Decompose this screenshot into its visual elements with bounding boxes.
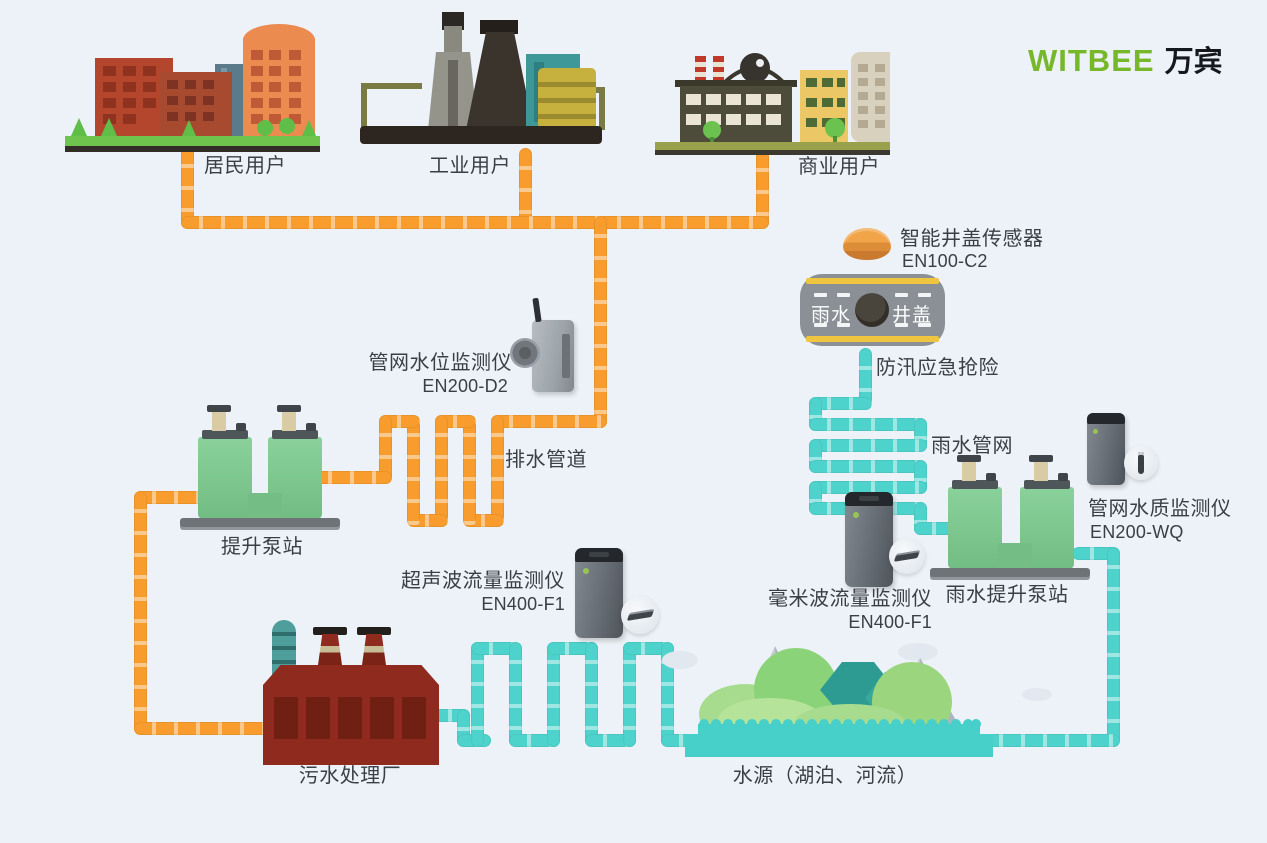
- rain-pump-station-label: 雨水提升泵站: [945, 584, 1069, 606]
- mmwave-flow-monitor-device: [845, 492, 893, 587]
- sewage-pipe-segment: [407, 415, 420, 527]
- logo-text-en: WITBEE: [1028, 43, 1155, 78]
- road-stripe: [806, 278, 939, 284]
- manhole-cover-icon: [855, 293, 889, 327]
- manhole-sensor-model-label: EN100-C2: [902, 251, 988, 271]
- pump-station-label: 提升泵站: [221, 536, 303, 558]
- sewage-pipe-segment: [310, 471, 392, 484]
- mmwave-monitor-model-label: EN400-F1: [848, 612, 932, 632]
- sewage-pipe-segment: [181, 216, 769, 229]
- rain-pipe-segment: [547, 642, 560, 747]
- manhole-cover-label-left: 雨水: [811, 305, 852, 326]
- sewage-plant-illustration: [258, 612, 443, 772]
- sewage-pipe-segment: [435, 415, 448, 527]
- rain-pipe-segment: [471, 642, 484, 747]
- quality-monitor-model-label: EN200-WQ: [1090, 522, 1184, 542]
- road-with-manhole: 雨水 井盖: [800, 274, 945, 346]
- sewage-pipe-segment: [463, 415, 476, 527]
- residential-users-label: 居民用户: [204, 155, 286, 177]
- mmwave-monitor-name-label: 毫米波流量监测仪: [768, 588, 932, 610]
- water-quality-monitor-device: [1087, 413, 1125, 485]
- level-monitor-model-label: EN200-D2: [422, 376, 508, 396]
- industrial-buildings-illustration: [360, 12, 605, 144]
- ultrasonic-flow-monitor-device: [575, 548, 623, 638]
- rain-pipe-segment: [661, 642, 674, 747]
- sewage-pipe-segment: [491, 415, 504, 527]
- sewage-plant-label: 污水处理厂: [298, 765, 402, 787]
- drain-pipe-label: 排水管道: [505, 449, 587, 471]
- rain-pipe-segment: [859, 348, 872, 410]
- rain-pipe-segment: [809, 439, 927, 452]
- sewage-pipe-segment: [181, 146, 194, 229]
- sewage-pipe-segment: [594, 216, 607, 428]
- flood-emergency-label: 防汛应急抢险: [876, 357, 999, 379]
- quality-probe-icon: [1124, 446, 1158, 480]
- cloud-icon: [1022, 688, 1052, 701]
- commercial-users-label: 商业用户: [798, 156, 880, 178]
- rain-pipe-segment: [809, 418, 927, 431]
- sewage-pipe-segment: [491, 415, 607, 428]
- quality-monitor-name-label: 管网水质监测仪: [1088, 498, 1232, 520]
- commercial-buildings-illustration: [655, 52, 890, 155]
- rain-pipe-segment: [981, 734, 1120, 747]
- pump-station-illustration: [178, 405, 353, 530]
- water-source-illustration: [662, 643, 993, 757]
- level-sensor-horn-icon: [510, 338, 540, 368]
- residential-buildings-illustration: [65, 24, 320, 152]
- sewage-pipe-segment: [379, 415, 392, 484]
- antenna-icon: [532, 297, 542, 323]
- level-monitor-name-label: 管网水位监测仪: [368, 352, 512, 374]
- rain-pipe-segment: [809, 460, 927, 473]
- rain-pump-station-illustration: [926, 455, 1101, 580]
- road-stripe: [806, 336, 939, 342]
- rain-pipe-segment: [1107, 547, 1120, 747]
- rain-pipe-segment: [914, 522, 954, 535]
- rain-pipe-segment: [509, 642, 522, 747]
- rain-pipe-segment: [809, 397, 872, 410]
- manhole-cover-label-right: 井盖: [892, 305, 933, 326]
- industrial-users-label: 工业用户: [429, 155, 511, 177]
- sewage-pipe-segment: [134, 722, 274, 735]
- sewage-pipe-segment: [519, 148, 532, 229]
- rain-pipe-segment: [809, 481, 927, 494]
- manhole-sensor-name-label: 智能井盖传感器: [900, 228, 1044, 250]
- rain-pipe-segment: [585, 642, 598, 747]
- witbee-logo: WITBEE 万宾: [1028, 38, 1223, 80]
- pipe-level-monitor-device: [510, 297, 574, 392]
- sewage-pipe-segment: [756, 150, 769, 229]
- rain-network-label: 雨水管网: [931, 435, 1013, 457]
- water-source-label: 水源（湖泊、河流）: [732, 765, 918, 787]
- sewage-pipe-segment: [134, 491, 206, 504]
- ultrasonic-monitor-model-label: EN400-F1: [481, 594, 565, 614]
- ultrasonic-sensor-icon: [621, 596, 659, 634]
- manhole-sensor-illustration: [843, 228, 891, 260]
- logo-text-zh: 万宾: [1164, 46, 1223, 78]
- mmwave-sensor-icon: [889, 538, 925, 574]
- ultrasonic-monitor-name-label: 超声波流量监测仪: [401, 570, 565, 592]
- rain-pipe-segment: [623, 642, 636, 747]
- sewage-pipe-segment: [134, 491, 147, 735]
